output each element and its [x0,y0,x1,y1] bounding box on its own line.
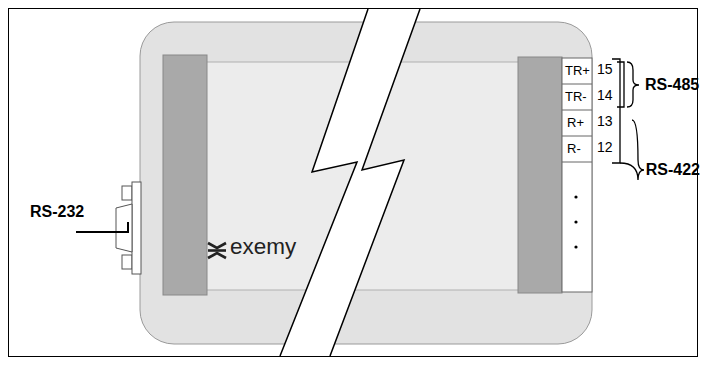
terminal-dot [574,220,577,223]
terminal-divider [562,136,592,137]
db9-shell [116,204,132,252]
connector-screw-tab [122,186,132,200]
break-gap [280,9,420,356]
frame [9,9,698,357]
rs422-bracket [612,59,620,163]
interface-name: RS-422 [646,162,700,178]
leader-line [76,222,128,232]
rs422-brace [620,120,644,180]
pin-number: 15 [597,62,613,76]
pin-number: 14 [597,88,613,102]
left-end-panel [163,55,207,295]
terminal-divider [562,84,592,85]
interface-name: RS-232 [30,204,84,220]
terminal-dot [574,245,577,248]
connector-flange [132,182,141,274]
interface-name: RS-485 [645,77,699,93]
terminal-divider [562,110,592,111]
pin-number: 13 [597,114,613,128]
pin-name: R+ [567,116,584,129]
rs485-brace [627,62,639,107]
pin-number: 12 [597,140,613,154]
connector-screw-tab [122,255,132,269]
terminal-divider [562,162,592,163]
terminal-dot [574,195,577,198]
break-line [330,9,420,356]
break-line [280,9,368,356]
pin-name: TR+ [565,64,590,77]
pin-name: R- [567,142,581,155]
logo-mark [208,243,226,258]
right-end-panel [518,57,562,293]
terminal-block [562,58,592,292]
pin-name: TR- [565,90,587,103]
brand-logo: exemy [230,236,296,259]
